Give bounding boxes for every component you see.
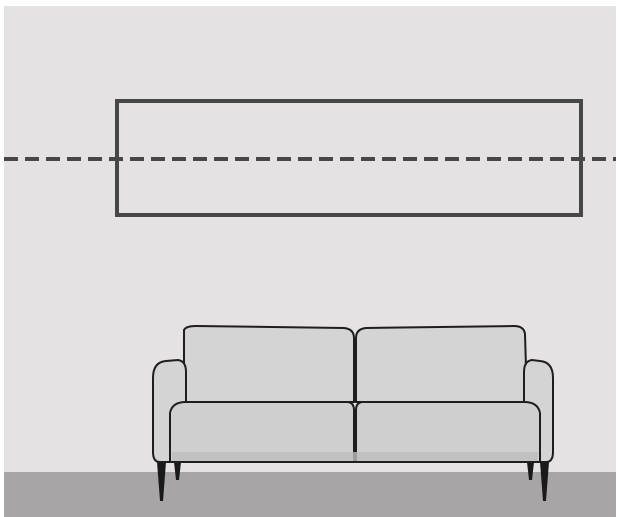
sofa-leg-left-back [174,462,181,480]
sofa-icon [152,324,554,501]
sofa-leg-right-back [527,462,534,480]
sofa-back-cushion-right [355,324,529,403]
sofa-seat-shadow [172,452,538,461]
sofa-seat-cushion-right [355,401,541,463]
artwork-frame [115,99,583,217]
sofa-leg-right [540,462,549,501]
sofa-seat-cushion-left [169,401,355,463]
sofa-back-cushion-left [183,324,355,403]
floor [4,472,616,517]
sofa-leg-left [157,462,166,501]
